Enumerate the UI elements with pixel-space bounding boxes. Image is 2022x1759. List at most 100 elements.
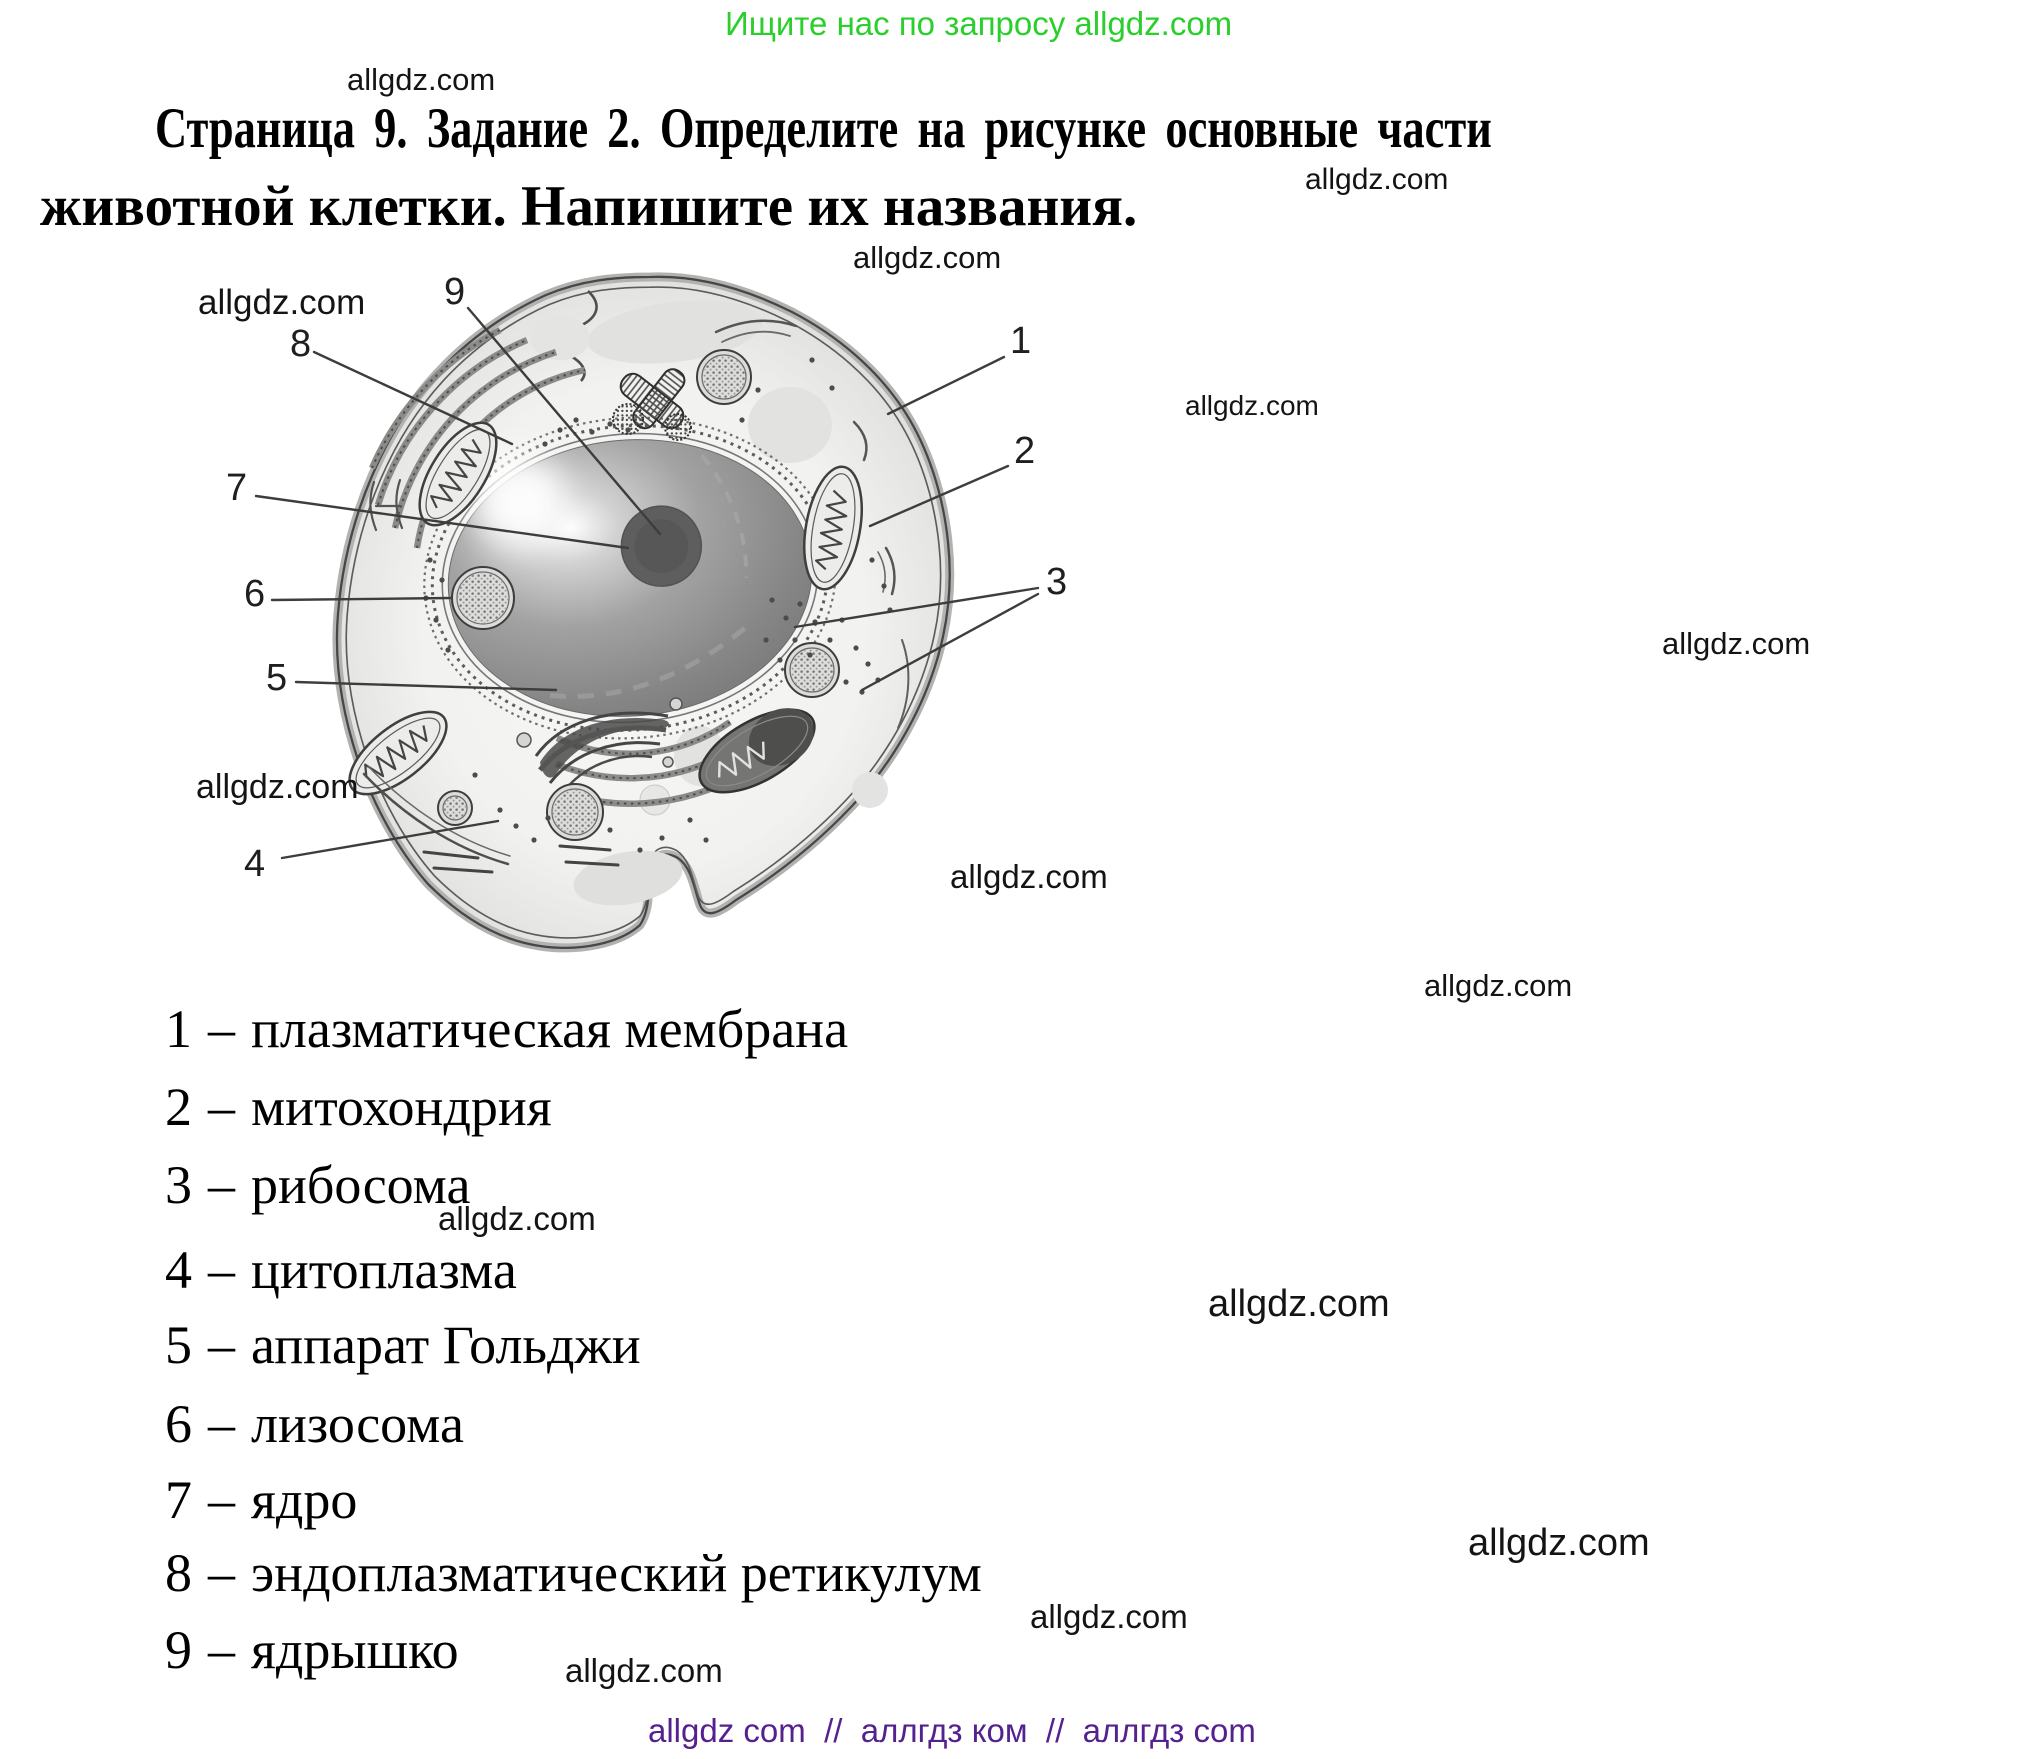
leader-line-1	[886, 355, 1006, 416]
answer-dash: –	[208, 1394, 235, 1454]
watermark-text: allgdz.com	[196, 768, 359, 806]
answer-dash: –	[208, 1155, 235, 1215]
watermark-text: allgdz.com	[1662, 626, 1811, 661]
answer-item-3: 3–рибосома	[165, 1154, 470, 1216]
golgi-apparatus	[516, 697, 683, 795]
answer-dash: –	[208, 1620, 235, 1680]
centriole	[619, 368, 686, 430]
answer-dash: –	[208, 1543, 235, 1603]
diagram-label-5: 5	[266, 657, 287, 699]
watermark-text: allgdz.com	[347, 62, 496, 97]
answer-label: митохондрия	[251, 1077, 552, 1137]
diagram-label-4: 4	[244, 843, 265, 885]
title-word: Страница	[155, 97, 355, 160]
title-word: рисунке	[984, 97, 1147, 160]
lysosome	[437, 790, 473, 826]
answer-label: ядро	[251, 1470, 358, 1530]
diagram-label-1: 1	[1010, 320, 1031, 362]
watermark-text: allgdz.com	[438, 1200, 596, 1237]
chromatin-strand	[549, 626, 747, 699]
mitochondrion	[418, 421, 498, 527]
answer-label: цитоплазма	[251, 1240, 517, 1300]
answer-dash: –	[208, 1470, 235, 1530]
watermark-text: allgdz.com	[853, 240, 1002, 275]
diagram-label-7: 7	[226, 467, 247, 509]
leader-line-4	[280, 819, 500, 860]
leader-line-3b	[860, 592, 1040, 692]
centriole-vesicle	[612, 403, 644, 435]
centriole-vesicle	[664, 413, 692, 441]
title-word: части	[1377, 97, 1492, 160]
answer-dash: –	[208, 1077, 235, 1137]
watermark-text: allgdz.com	[1030, 1598, 1188, 1635]
answer-number: 1	[165, 999, 192, 1059]
answer-number: 4	[165, 1240, 192, 1300]
answer-label: эндоплазматический ретикулум	[251, 1543, 982, 1603]
answer-number: 8	[165, 1543, 192, 1603]
answer-number: 2	[165, 1077, 192, 1137]
diagram-label-8: 8	[290, 323, 311, 365]
answer-dash: –	[208, 999, 235, 1059]
task-title-line1: Страница 9. Задание 2. Определите на рисунке ос…	[155, 96, 1492, 161]
answer-item-9: 9–ядрышко	[165, 1619, 459, 1681]
answer-item-7: 7–ядро	[165, 1469, 357, 1531]
task-title-line2: животной клетки. Напишите их названия.	[40, 175, 1138, 238]
lysosome	[451, 566, 515, 630]
answer-label: ядрышко	[251, 1620, 459, 1680]
lysosomes	[437, 349, 840, 841]
answer-item-5: 5–аппарат Гольджи	[165, 1314, 641, 1376]
answer-item-6: 6–лизосома	[165, 1393, 464, 1455]
leader-line-7	[254, 494, 630, 550]
diagram-label-6: 6	[244, 573, 265, 615]
watermark-text: allgdz.com	[1185, 390, 1319, 421]
answer-label: лизосома	[251, 1394, 464, 1454]
diagram-label-2: 2	[1014, 430, 1035, 472]
title-word: Определите	[659, 97, 899, 160]
answer-number: 7	[165, 1470, 192, 1530]
watermark-text: allgdz.com	[1424, 968, 1573, 1003]
leader-line-3a	[793, 586, 1040, 629]
watermark-text: allgdz.com	[1208, 1283, 1390, 1325]
watermark-text: allgdz.com	[198, 283, 366, 322]
lysosome	[784, 642, 840, 698]
leader-lines	[254, 306, 1040, 860]
title-word: 9.	[374, 97, 408, 160]
watermark-text: allgdz.com	[950, 858, 1108, 895]
answer-dash: –	[208, 1315, 235, 1375]
answer-dash: –	[208, 1240, 235, 1300]
watermark-text: allgdz.com	[1305, 163, 1449, 196]
lysosome	[546, 783, 604, 841]
answer-label: аппарат Гольджи	[251, 1315, 641, 1375]
diagram-label-9: 9	[444, 271, 465, 313]
watermark-text: allgdz.com	[565, 1652, 723, 1689]
answer-label: плазматическая мембрана	[251, 999, 849, 1059]
leader-line-8	[312, 350, 514, 446]
leader-line-6	[270, 596, 452, 602]
ribosome-dots	[423, 357, 893, 853]
leader-line-5	[294, 680, 558, 692]
mitochondrion	[348, 710, 448, 796]
answer-number: 5	[165, 1315, 192, 1375]
answer-item-4: 4–цитоплазма	[165, 1239, 517, 1301]
answer-item-1: 1–плазматическая мембрана	[165, 998, 848, 1060]
watermark-text: allgdz.com	[1468, 1522, 1650, 1564]
diagram-label-3: 3	[1046, 561, 1067, 603]
lysosome	[696, 349, 752, 405]
leader-line-9	[466, 306, 662, 536]
answer-number: 6	[165, 1394, 192, 1454]
mitochondrion-dark	[698, 708, 816, 794]
footer-domains: allgdz com // аллгдз ком // аллгдз com	[648, 1712, 1256, 1749]
mitochondrion	[803, 465, 863, 591]
title-word: на	[917, 97, 966, 160]
mitochondria	[348, 421, 863, 796]
promo-header: Ищите нас по запросу allgdz.com	[725, 5, 1233, 42]
answer-item-2: 2–митохондрия	[165, 1076, 552, 1138]
title-word: 2.	[607, 97, 641, 160]
title-word: основные	[1165, 97, 1359, 160]
answer-number: 3	[165, 1155, 192, 1215]
leader-line-2	[868, 464, 1010, 528]
title-word: Задание	[426, 97, 589, 160]
answer-item-8: 8–эндоплазматический ретикулум	[165, 1542, 982, 1604]
